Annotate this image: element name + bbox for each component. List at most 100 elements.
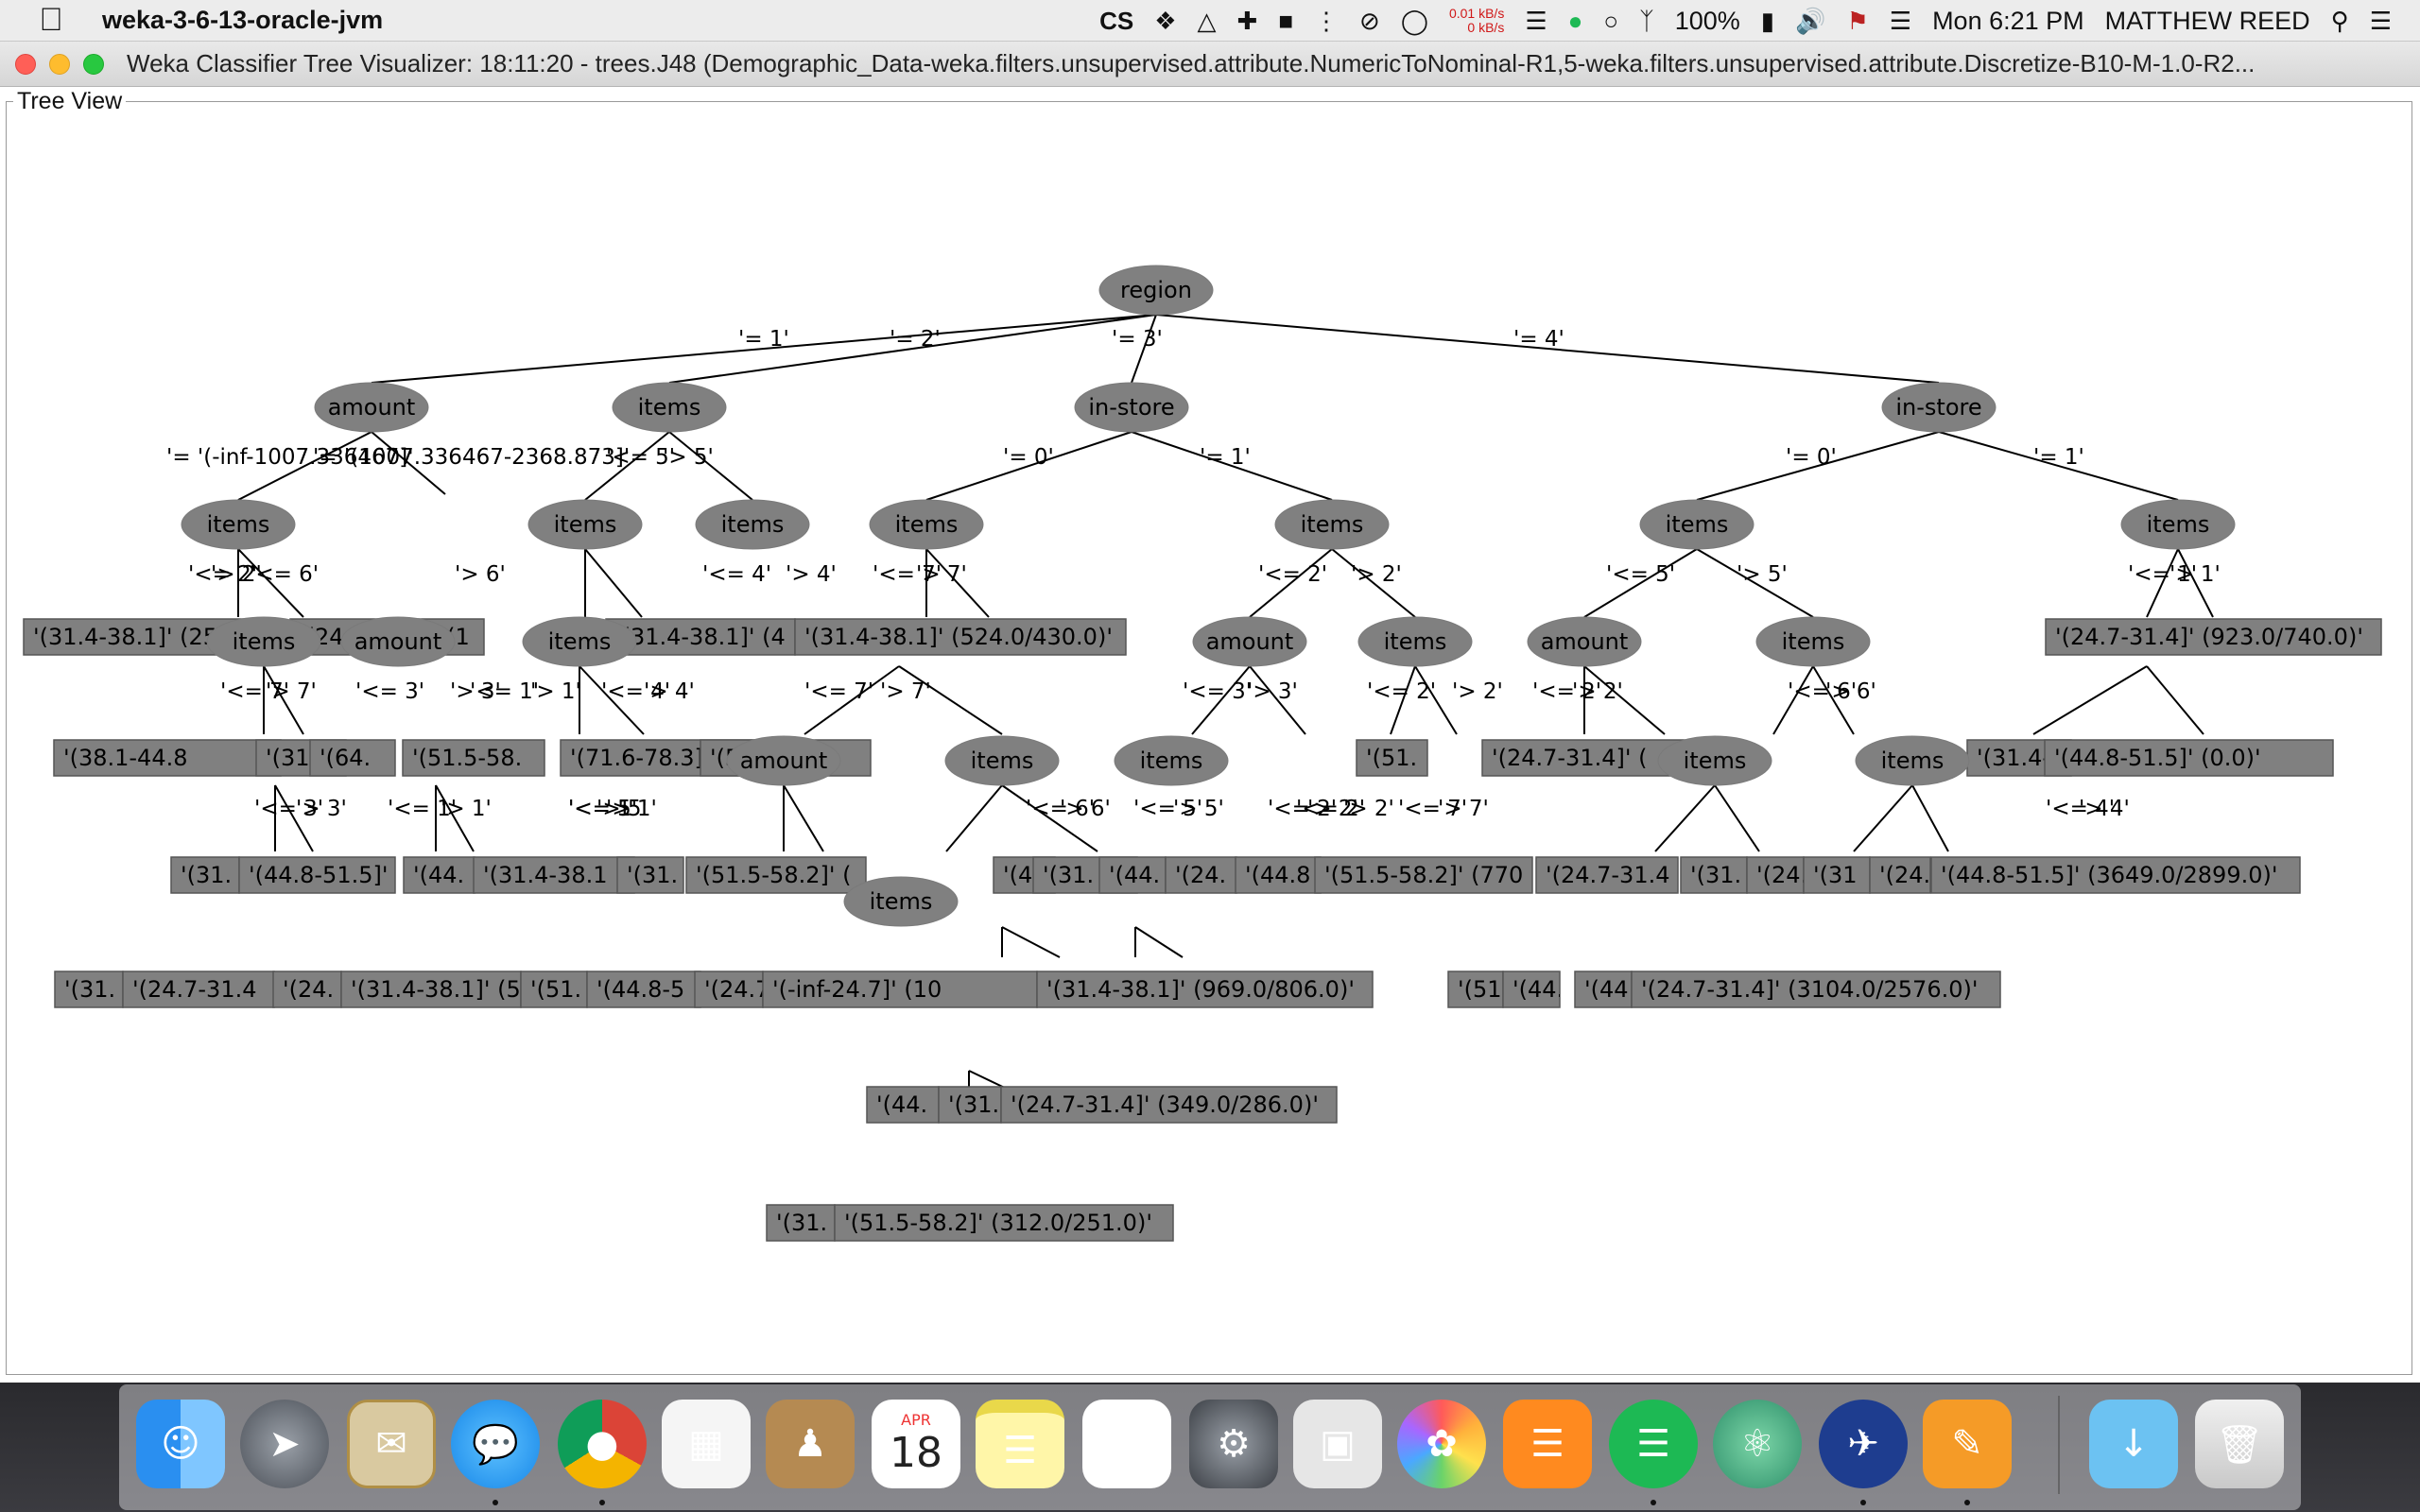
- leaf-node[interactable]: '(51.5-58.2]' (770: [1314, 856, 1533, 894]
- split-node-items[interactable]: items: [206, 616, 321, 667]
- apple-menu-icon[interactable]: : [23, 2, 79, 39]
- ibooks-icon[interactable]: ☰: [1503, 1400, 1592, 1488]
- leaf-node[interactable]: '(51.5-58.2]' (312.0/251.0)': [834, 1204, 1174, 1242]
- notes-icon[interactable]: ☰: [976, 1400, 1064, 1488]
- battery-icon[interactable]: ▮: [1760, 6, 1775, 35]
- split-node-items[interactable]: items: [1274, 499, 1390, 550]
- leaf-node[interactable]: '(24.7: [694, 971, 769, 1008]
- leaf-node[interactable]: '(51: [1447, 971, 1504, 1008]
- user-name[interactable]: MATTHEW REED: [2104, 6, 2310, 35]
- leaf-node[interactable]: '(44.8-51.5]' (0.0)': [2044, 739, 2334, 777]
- launchpad-icon[interactable]: ➤: [240, 1400, 329, 1488]
- bluetooth-icon[interactable]: ᛉ: [1639, 6, 1654, 35]
- split-node-items[interactable]: items: [181, 499, 296, 550]
- grid-dots-icon[interactable]: ⋮: [1314, 6, 1340, 35]
- leaf-node[interactable]: '(44: [1574, 971, 1633, 1008]
- leaf-node[interactable]: '(44.8-51.5]' (3649.0/2899.0)': [1930, 856, 2301, 894]
- split-node-amount[interactable]: amount: [1192, 616, 1307, 667]
- dropbox-icon[interactable]: ❖: [1154, 6, 1177, 35]
- wifi-icon[interactable]: ☰: [1889, 6, 1912, 35]
- split-node-items[interactable]: items: [527, 499, 643, 550]
- window-title-bar[interactable]: Weka Classifier Tree Visualizer: 18:11:2…: [0, 42, 2420, 87]
- leaf-node[interactable]: '(24.: [1746, 856, 1807, 894]
- leaf-node[interactable]: '(44.8: [1502, 971, 1578, 1008]
- adobe-icon[interactable]: ■: [1278, 6, 1294, 35]
- minimize-button[interactable]: [49, 53, 70, 75]
- system-preferences-icon[interactable]: ⚙: [1189, 1400, 1278, 1488]
- network-speed[interactable]: 0.01 kB/s 0 kB/s: [1449, 7, 1504, 35]
- app-name-menu[interactable]: weka-3-6-13-oracle-jvm: [102, 6, 384, 34]
- photos-icon[interactable]: ✿: [1397, 1400, 1486, 1488]
- split-node-region[interactable]: region: [1098, 265, 1214, 316]
- split-node-amount[interactable]: amount: [340, 616, 456, 667]
- split-node-items[interactable]: items: [522, 616, 637, 667]
- split-node-items[interactable]: items: [612, 382, 727, 433]
- reminders-icon[interactable]: ≡: [1082, 1400, 1171, 1488]
- leaf-node[interactable]: '(51.: [1356, 739, 1428, 777]
- split-node-amount[interactable]: amount: [1527, 616, 1642, 667]
- leaf-node[interactable]: '(44.8-51.5]': [238, 856, 396, 894]
- battery-percent[interactable]: 100%: [1674, 6, 1740, 35]
- leaf-node[interactable]: '(31.: [170, 856, 240, 894]
- leaf-node[interactable]: '(31.: [1680, 856, 1748, 894]
- leaf-node[interactable]: '(24.7-31.4: [122, 971, 275, 1008]
- clock[interactable]: Mon 6:21 PM: [1932, 6, 2084, 35]
- leaf-node[interactable]: '(51.5-58.2]' (: [685, 856, 867, 894]
- split-node-items[interactable]: items: [1114, 735, 1229, 786]
- cs-icon[interactable]: CS: [1099, 6, 1134, 35]
- google-drive-icon[interactable]: △: [1197, 6, 1217, 35]
- leaf-node[interactable]: '(24.: [272, 971, 342, 1008]
- flag-icon[interactable]: ⚑: [1846, 6, 1869, 35]
- notification-center-icon[interactable]: ☰: [2369, 6, 2392, 35]
- split-node-items[interactable]: items: [843, 876, 959, 927]
- preview-icon[interactable]: ▣: [1293, 1400, 1382, 1488]
- close-button[interactable]: [15, 53, 36, 75]
- tree-canvas[interactable]: '= 1''= 2''= 3''= 4''= '(-inf-1007.33646…: [7, 102, 2413, 1376]
- zoom-button[interactable]: [83, 53, 104, 75]
- leaf-node[interactable]: '(24.7-31.4]' (923.0/740.0)': [2045, 618, 2382, 656]
- split-node-instore[interactable]: in-store: [1881, 382, 1996, 433]
- leaf-node[interactable]: '(31.4-38.1]' (524.0/430.0)': [794, 618, 1127, 656]
- leaf-node[interactable]: '(31.4-38.1]' (5: [340, 971, 522, 1008]
- leaf-node[interactable]: '(24.: [1165, 856, 1237, 894]
- atom-icon[interactable]: ⚛: [1713, 1400, 1802, 1488]
- split-node-items[interactable]: items: [2120, 499, 2236, 550]
- leaf-node[interactable]: '(24.7-31.4]' (349.0/286.0)': [1000, 1086, 1338, 1124]
- split-node-items[interactable]: items: [1657, 735, 1772, 786]
- split-node-instore[interactable]: in-store: [1074, 382, 1189, 433]
- pages-icon[interactable]: ✎: [1923, 1400, 2012, 1488]
- leaf-node[interactable]: '(44.8: [1235, 856, 1322, 894]
- contacts-icon[interactable]: ♟: [766, 1400, 855, 1488]
- leaf-node[interactable]: '(24.7-31.4: [1535, 856, 1679, 894]
- leaf-node[interactable]: '(44.: [403, 856, 475, 894]
- split-node-items[interactable]: items: [1855, 735, 1970, 786]
- leaf-node[interactable]: '(31: [1803, 856, 1871, 894]
- apps-grid-icon[interactable]: ▦: [662, 1400, 751, 1488]
- split-node-items[interactable]: items: [1755, 616, 1871, 667]
- split-node-items[interactable]: items: [869, 499, 984, 550]
- split-node-amount[interactable]: amount: [314, 382, 429, 433]
- search-icon[interactable]: ⚲: [2330, 6, 2349, 35]
- leaf-node[interactable]: '(44.: [1098, 856, 1167, 894]
- leaf-node[interactable]: '(51.5-58.: [402, 739, 545, 777]
- plus-cross-icon[interactable]: ✚: [1236, 6, 1258, 35]
- split-node-items[interactable]: items: [1357, 616, 1473, 667]
- mail-icon[interactable]: ✉: [347, 1400, 436, 1488]
- leaf-node[interactable]: '(24.7-31.4]' (3104.0/2576.0)': [1631, 971, 2001, 1008]
- spotify-status-icon[interactable]: ●: [1567, 6, 1583, 35]
- memory-icon[interactable]: ☰: [1525, 6, 1547, 35]
- split-node-items[interactable]: items: [1639, 499, 1754, 550]
- split-node-items[interactable]: items: [695, 499, 810, 550]
- volume-icon[interactable]: 🔊: [1795, 6, 1826, 35]
- split-node-items[interactable]: items: [944, 735, 1060, 786]
- leaf-node[interactable]: '(44.8-5: [586, 971, 701, 1008]
- finder-icon[interactable]: ☺: [136, 1400, 225, 1488]
- leaf-node[interactable]: '(31.: [766, 1204, 836, 1242]
- weka-icon[interactable]: ✈: [1819, 1400, 1908, 1488]
- leaf-node[interactable]: '(44.: [866, 1086, 940, 1124]
- leaf-node[interactable]: '(51.: [520, 971, 588, 1008]
- leaf-node[interactable]: '(31.4-38.1: [473, 856, 635, 894]
- leaf-node[interactable]: '(31.: [938, 1086, 1002, 1124]
- leaf-node[interactable]: '(31.: [616, 856, 684, 894]
